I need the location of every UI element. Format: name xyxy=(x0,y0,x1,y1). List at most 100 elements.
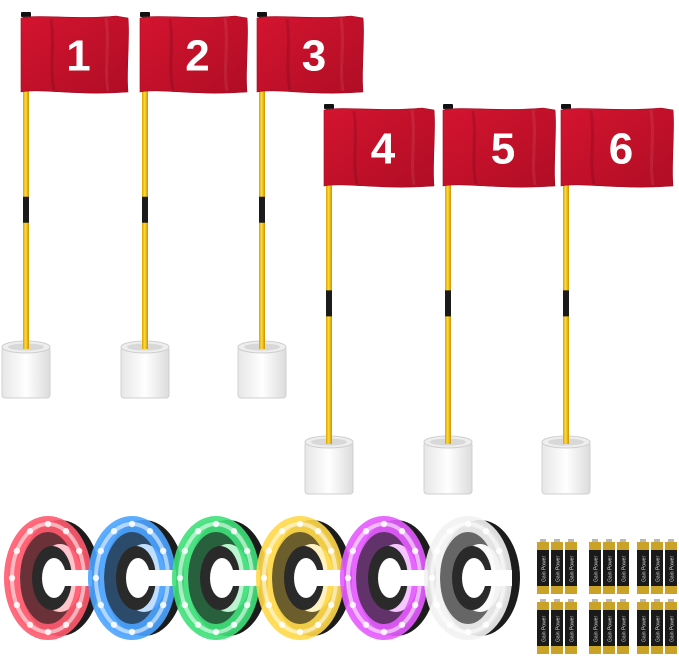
cup-body xyxy=(541,441,591,495)
cup-body xyxy=(1,346,51,399)
led-dot xyxy=(181,601,189,609)
led-dot xyxy=(230,528,238,535)
cup-light-red xyxy=(4,516,100,640)
battery-label: Gain Power xyxy=(656,616,662,642)
pole-joint-band xyxy=(23,196,29,223)
battery-body xyxy=(551,542,563,594)
led-dot xyxy=(411,601,419,609)
battery-terminal xyxy=(654,539,660,542)
led-dot xyxy=(13,547,21,555)
pole xyxy=(142,18,148,349)
flag-fold xyxy=(223,17,229,92)
led-dot xyxy=(411,547,419,555)
battery-base xyxy=(665,586,677,594)
led-dot xyxy=(75,601,83,609)
battery-icon: Gain Power xyxy=(637,539,649,594)
battery-terminal xyxy=(640,539,646,542)
battery-cap xyxy=(551,542,563,550)
battery-icon: Gain Power xyxy=(565,539,577,594)
cup-icon xyxy=(120,340,170,399)
cup-icon xyxy=(1,340,51,399)
led-dot xyxy=(44,520,52,528)
led-dot xyxy=(230,621,238,628)
battery-terminal xyxy=(568,539,574,542)
led-dot xyxy=(181,547,189,555)
led-dot xyxy=(26,528,34,535)
light-center xyxy=(462,558,486,598)
led-dot xyxy=(349,547,357,555)
led-dot xyxy=(428,574,436,582)
led-dot xyxy=(243,601,251,609)
battery-base xyxy=(617,586,629,594)
battery-label: Gain Power xyxy=(542,556,548,582)
led-dot xyxy=(97,547,105,555)
pole-cap xyxy=(324,104,334,109)
battery-cap xyxy=(603,602,615,610)
battery-terminal xyxy=(540,539,546,542)
battery-base xyxy=(617,646,629,654)
led-dot xyxy=(362,621,370,628)
led-dot xyxy=(97,601,105,609)
battery-body xyxy=(637,542,649,594)
battery-terminal xyxy=(592,539,598,542)
battery-icon: Gain Power xyxy=(651,599,663,654)
battery-body xyxy=(637,602,649,654)
golf-flag-2: 2 xyxy=(120,12,248,399)
pole-cap xyxy=(443,104,453,109)
battery-base xyxy=(665,646,677,654)
battery-icon: Gain Power xyxy=(617,599,629,654)
battery-base xyxy=(589,646,601,654)
battery-base xyxy=(637,646,649,654)
led-dot xyxy=(176,574,184,582)
battery-label: Gain Power xyxy=(570,616,576,642)
battery-body xyxy=(617,542,629,594)
led-dot xyxy=(26,621,34,628)
battery-label: Gain Power xyxy=(594,556,600,582)
light-center xyxy=(210,558,234,598)
led-dot xyxy=(446,528,454,535)
flag-fold xyxy=(168,18,175,91)
light-gap xyxy=(314,570,344,586)
led-dot xyxy=(327,601,335,609)
battery-cap xyxy=(637,602,649,610)
battery-terminal xyxy=(554,539,560,542)
battery-body xyxy=(617,602,629,654)
battery-base xyxy=(537,646,549,654)
led-dot xyxy=(362,528,370,535)
battery-cap xyxy=(617,602,629,610)
battery-terminal xyxy=(668,599,674,602)
pole xyxy=(563,110,569,444)
battery-label: Gain Power xyxy=(556,616,562,642)
flag-number: 2 xyxy=(185,32,209,81)
battery-cap xyxy=(665,542,677,550)
battery-base xyxy=(565,646,577,654)
pole xyxy=(445,110,451,444)
light-gap xyxy=(146,570,176,586)
battery-icon: Gain Power xyxy=(551,539,563,594)
flag-fold xyxy=(471,110,478,185)
golf-flag-5: 5 xyxy=(423,104,556,495)
battery-icon: Gain Power xyxy=(537,539,549,594)
battery-label: Gain Power xyxy=(542,616,548,642)
led-dot xyxy=(464,520,472,528)
led-dot xyxy=(265,601,273,609)
battery-base xyxy=(651,646,663,654)
battery-icon: Gain Power xyxy=(603,599,615,654)
cup-icon xyxy=(423,435,473,495)
battery-terminal xyxy=(592,599,598,602)
led-dot xyxy=(128,520,136,528)
light-gap xyxy=(398,570,428,586)
pole-cap xyxy=(257,12,267,17)
golf-flag-1: 1 xyxy=(1,12,129,399)
battery-icon: Gain Power xyxy=(617,539,629,594)
led-dot xyxy=(159,547,167,555)
battery-body xyxy=(651,602,663,654)
battery-body xyxy=(651,542,663,594)
led-dot xyxy=(243,547,251,555)
flag-cloth xyxy=(442,107,556,188)
led-dot xyxy=(482,621,490,628)
light-center xyxy=(42,558,66,598)
battery-terminal xyxy=(606,599,612,602)
